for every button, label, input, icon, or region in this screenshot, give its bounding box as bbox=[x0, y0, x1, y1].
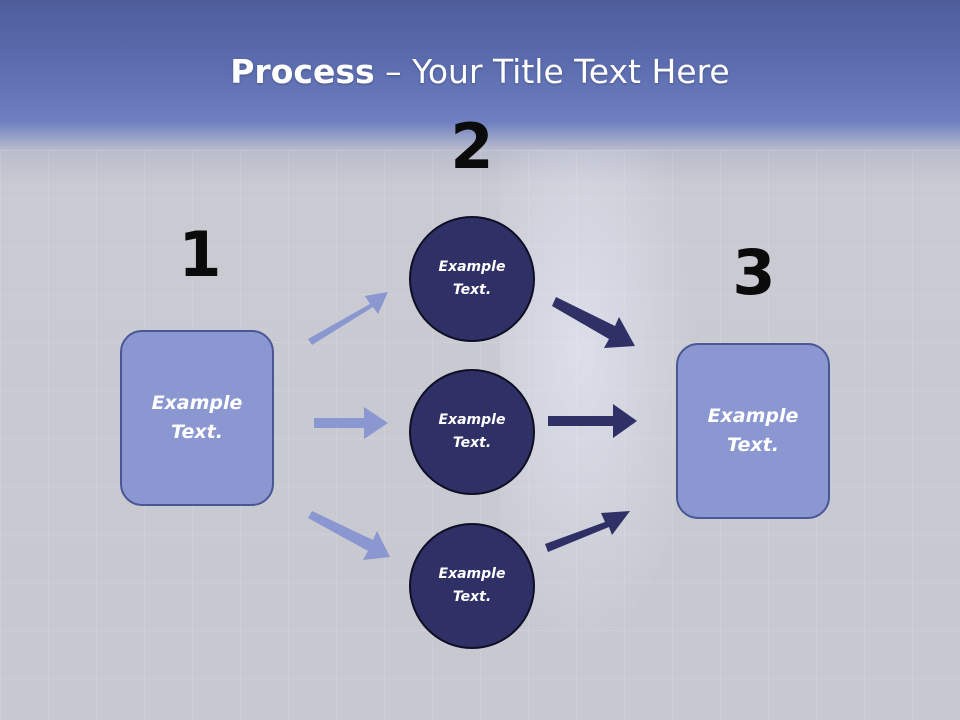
arrow-circle2-to-step3 bbox=[548, 404, 637, 438]
slide-title: Process – Your Title Text Here bbox=[0, 52, 960, 91]
step-3-text: Example Text. bbox=[707, 405, 799, 456]
title-rest: – Your Title Text Here bbox=[374, 52, 730, 91]
step-2-circle-1[interactable]: Example Text. bbox=[409, 216, 535, 342]
step-2-circle-2[interactable]: Example Text. bbox=[409, 369, 535, 495]
step-1-box[interactable]: Example Text. bbox=[120, 330, 274, 506]
arrow-step1-to-circle2 bbox=[314, 407, 388, 439]
arrow-circle3-to-step3 bbox=[545, 511, 630, 552]
step-2-circle-2-text: Example Text. bbox=[438, 412, 506, 451]
step-2-circle-3[interactable]: Example Text. bbox=[409, 523, 535, 649]
step-number-1: 1 bbox=[178, 218, 222, 291]
step-2-circle-1-text: Example Text. bbox=[438, 259, 506, 298]
step-1-text: Example Text. bbox=[151, 392, 243, 443]
step-number-2: 2 bbox=[450, 110, 494, 183]
arrow-step1-to-circle1 bbox=[308, 292, 388, 345]
arrow-circle1-to-step3 bbox=[552, 297, 635, 348]
step-number-3: 3 bbox=[732, 236, 776, 309]
title-bold: Process bbox=[230, 52, 375, 91]
step-2-circle-3-text: Example Text. bbox=[438, 566, 506, 605]
step-3-box[interactable]: Example Text. bbox=[676, 343, 830, 519]
arrow-step1-to-circle3 bbox=[308, 511, 390, 560]
